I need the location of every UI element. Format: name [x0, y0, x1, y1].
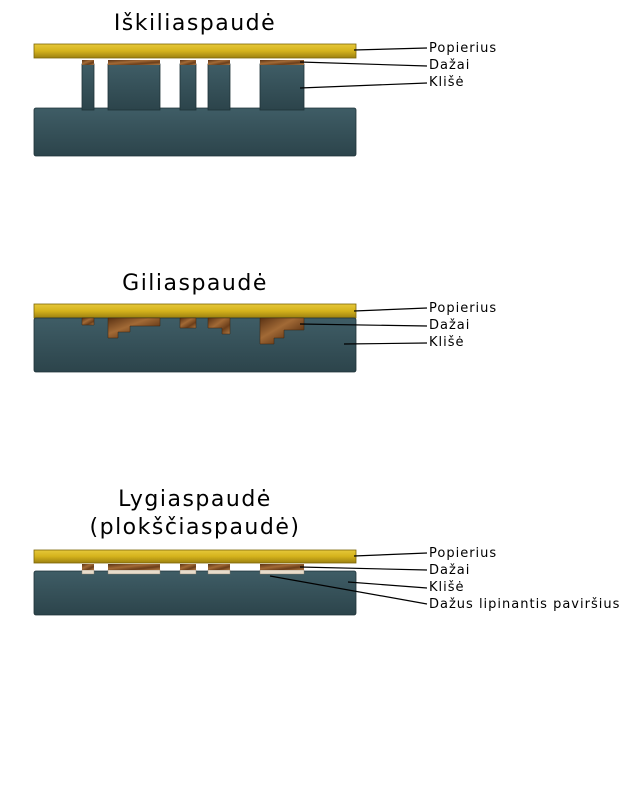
relief-print-title: Iškiliaspaudė: [113, 11, 277, 36]
planographic-label-ink-receptive-surface: Dažus lipinantis paviršius: [429, 597, 621, 612]
intaglio-diagram: [33, 303, 428, 373]
planographic-leader-lines: [269, 552, 428, 605]
relief-label-plate: Klišė: [429, 75, 465, 90]
relief-label-paper: Popierius: [429, 41, 498, 56]
intaglio-print-title: Giliaspaudė: [122, 271, 268, 296]
planographic-label-paper: Popierius: [429, 546, 498, 561]
planographic-label-ink: Dažai: [429, 563, 471, 578]
intaglio-leader-lines: [299, 307, 428, 345]
planographic-diagram: [33, 549, 428, 616]
relief-diagram: [33, 43, 428, 157]
intaglio-label-paper: Popierius: [429, 301, 498, 316]
planographic-label-plate: Klišė: [429, 580, 465, 595]
planographic-receptive-surface: [81, 569, 305, 575]
relief-label-ink: Dažai: [429, 58, 471, 73]
planographic-print-subtitle: (plokščiaspaudė): [89, 515, 301, 540]
planographic-plate: [33, 570, 357, 616]
planographic-print-title: Lygiaspaudė: [118, 487, 272, 512]
relief-paper: [33, 43, 357, 59]
relief-leader-lines: [299, 47, 428, 89]
intaglio-label-plate: Klišė: [429, 335, 465, 350]
relief-plate-base: [33, 107, 357, 157]
relief-ink: [82, 60, 304, 65]
relief-raised-elements: [81, 63, 305, 111]
planographic-ink: [82, 564, 304, 570]
planographic-paper: [33, 549, 357, 564]
intaglio-label-ink: Dažai: [429, 318, 471, 333]
intaglio-ink-recesses: [81, 317, 305, 345]
intaglio-paper: [33, 303, 357, 319]
